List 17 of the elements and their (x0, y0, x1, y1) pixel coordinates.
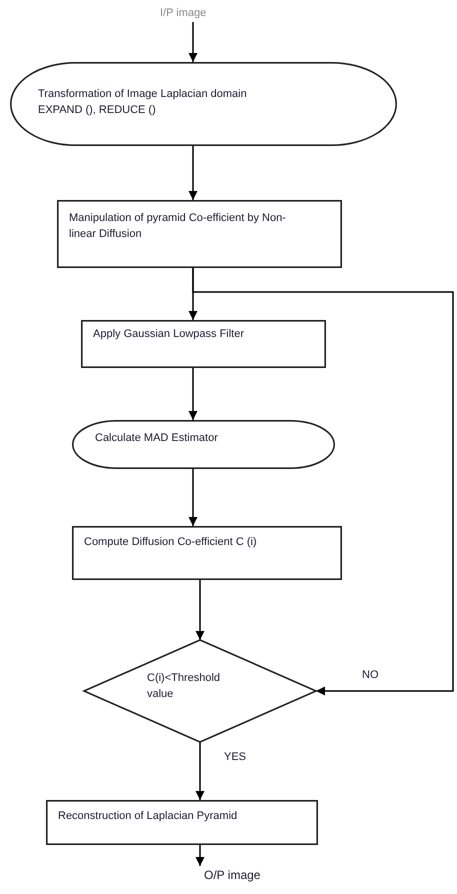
arrow (196, 742, 204, 800)
arrow (188, 469, 198, 526)
arrow (196, 580, 204, 640)
arrow (188, 22, 198, 62)
node-text: Apply Gaussian Lowpass Filter (93, 327, 246, 342)
arrow (188, 146, 198, 200)
node-text: Reconstruction of Laplacian Pyramid (58, 809, 238, 824)
arrow (196, 845, 204, 866)
arrow (188, 368, 198, 420)
node-text: Transformation of Image Laplacian domain EXPAND (), REDUCE () (38, 87, 248, 118)
node-text: C(i)<Threshold value (147, 671, 222, 702)
node-text: Compute Diffusion Co-efficient C (i) (84, 535, 258, 550)
arrow (192, 268, 454, 696)
node-text: Manipulation of pyramid Co-efficient by Non-linear Diffusion (69, 211, 287, 242)
input-label: I/P image (160, 6, 206, 21)
output-label: O/P image (204, 867, 260, 883)
node-text: Calculate MAD Estimator (95, 431, 219, 446)
